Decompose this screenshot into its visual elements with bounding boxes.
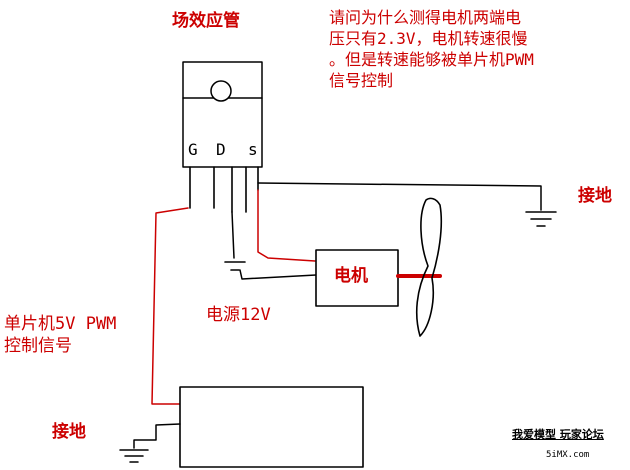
question-line-3: 。但是转速能够被单片机PWM xyxy=(329,50,534,69)
ground-symbol-top-right xyxy=(525,211,557,227)
pin-label-source: s xyxy=(248,140,258,159)
mosfet-title: 场效应管 xyxy=(172,11,240,31)
ground-label-top-right: 接地 xyxy=(578,186,612,206)
pin-label-drain: D xyxy=(216,140,226,159)
mcu-box xyxy=(179,386,364,468)
mcu-signal-label-line-2: 控制信号 xyxy=(4,336,72,356)
propeller xyxy=(415,197,443,337)
ground-symbol-bottom-left xyxy=(119,449,149,463)
pin-label-gate: G xyxy=(188,140,198,159)
wire-mcu-to-ground xyxy=(133,423,181,449)
wire-source-to-motor xyxy=(257,189,316,262)
power-supply-symbol xyxy=(224,261,246,271)
power-label: 电源12V xyxy=(206,305,271,325)
motor-label: 电机 xyxy=(334,266,368,286)
question-line-4: 信号控制 xyxy=(329,71,394,90)
mosfet-package xyxy=(182,61,263,168)
watermark-line-2: 5iMX.com xyxy=(546,450,590,460)
motor-body xyxy=(315,249,399,307)
question-line-2: 压只有2.3V，电机转速很慢 xyxy=(329,29,528,48)
wire-power-to-motor xyxy=(239,269,317,280)
question-line-1: 请问为什么测得电机两端电 xyxy=(329,8,522,27)
watermark-line-1: 我爱模型 玩家论坛 xyxy=(512,428,604,441)
ground-label-bottom-left: 接地 xyxy=(52,422,86,442)
mosfet-leads xyxy=(189,166,259,213)
wire-drain-to-power xyxy=(231,211,235,259)
wire-gate-to-mcu xyxy=(151,207,189,405)
mcu-signal-label-line-1: 单片机5V PWM xyxy=(4,314,117,334)
wire-source-to-ground xyxy=(257,182,542,211)
